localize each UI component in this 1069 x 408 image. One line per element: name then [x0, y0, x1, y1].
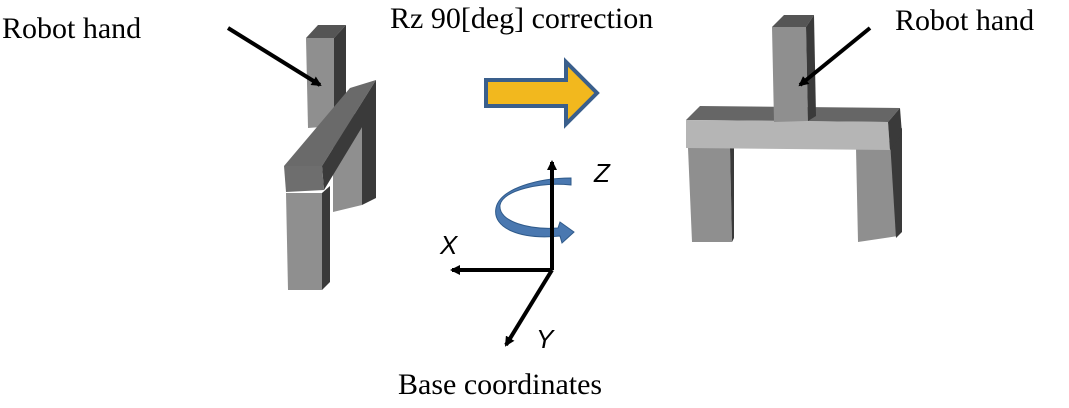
z-axis-label: Z [594, 158, 610, 188]
left-robot-hand [284, 25, 376, 290]
base-coordinate-frame [450, 160, 575, 347]
right-robot-hand [686, 15, 902, 242]
x-axis-label: X [440, 230, 458, 260]
right-robot-hand-label: Robot hand [895, 4, 1035, 37]
left-robot-hand-label: Robot hand [2, 12, 142, 45]
rotation-arrow-icon [495, 177, 575, 244]
correction-label: Rz 90[deg] correction [390, 2, 654, 35]
correction-block-arrow [484, 57, 600, 129]
right-pointer-arrow [798, 26, 872, 87]
y-axis-label: Y [536, 324, 554, 354]
base-coordinates-label: Base coordinates [398, 368, 603, 401]
left-pointer-arrow [226, 26, 322, 87]
